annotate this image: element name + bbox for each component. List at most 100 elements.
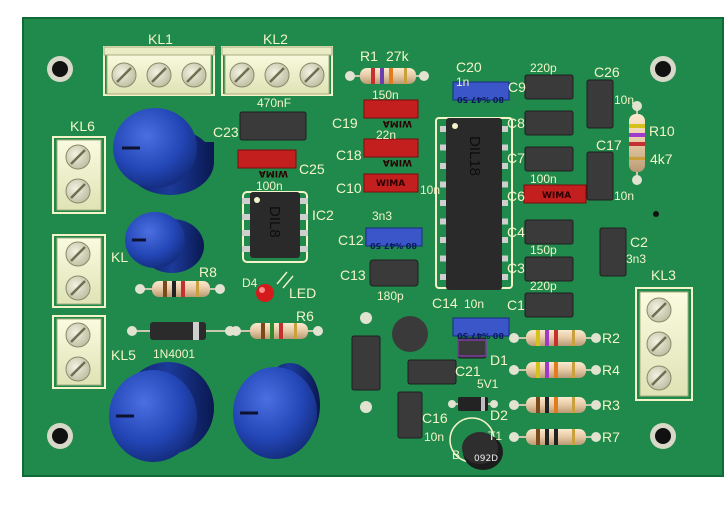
dil18-pin: [500, 237, 508, 243]
electrolytic-cap-bottom-right: [233, 363, 320, 459]
label-c17-value: 10n: [614, 189, 634, 203]
mounting-holes: [47, 56, 676, 449]
diode-d2: [448, 397, 498, 411]
electrolytic-cap-middle: [125, 212, 204, 273]
label-c2-value: 3n3: [626, 252, 646, 266]
label-c13: C13: [340, 267, 366, 283]
blue-film-caps: [365, 81, 510, 337]
label-c26-value: 10n: [614, 93, 634, 107]
label-c17: C17: [596, 137, 622, 153]
resistor-r4: [509, 362, 601, 378]
label-d2: D2: [490, 407, 508, 423]
label-r6: R6: [296, 308, 314, 324]
label-kl5: KL5: [111, 347, 136, 363]
label-c1-value: 220p: [530, 279, 557, 293]
via-pad-1: [360, 312, 372, 324]
resistor-r6: [231, 323, 323, 339]
resistor-r2: [509, 330, 601, 346]
label-d2-value: 5V1: [477, 377, 499, 391]
label-c2: C2: [630, 234, 648, 250]
label-kl4: KL: [111, 249, 128, 265]
resistor-r10: [629, 101, 645, 185]
transistor-t1: [449, 417, 503, 470]
label-c14: C14: [432, 295, 458, 311]
label-r1: R1: [360, 48, 378, 64]
dil18-pin: [440, 144, 448, 151]
wima-caps: [237, 99, 587, 204]
label-c14-value: 10n: [464, 297, 484, 311]
diode-d1: [457, 339, 487, 357]
label-kl1: KL1: [148, 31, 173, 47]
label-c12: C12: [338, 232, 364, 248]
label-1n4001: 1N4001: [153, 347, 195, 361]
blue-cap-c20-marking: 80 %47 50: [457, 95, 504, 104]
label-r2: R2: [602, 330, 620, 346]
terminal-kl1: [103, 46, 215, 96]
terminal-kl4: [52, 234, 106, 308]
terminal-kl2: [221, 46, 333, 96]
via-pad-2: [360, 401, 372, 413]
label-r8: R8: [199, 264, 217, 280]
dil18-pin: [500, 218, 508, 225]
label-c18-value: 22n: [376, 128, 396, 142]
trimmer-pot: [392, 316, 428, 352]
label-c18: C18: [336, 147, 362, 163]
label-c7: C7: [507, 150, 525, 166]
wima-c6: WIMA: [542, 191, 571, 201]
label-kl2: KL2: [263, 31, 288, 47]
label-c21: C21: [455, 363, 481, 379]
label-c7-value: 100n: [530, 172, 557, 186]
wima-c18: WIMA: [383, 157, 412, 167]
ic-dil18: [435, 117, 513, 290]
label-kl6: KL6: [70, 118, 95, 134]
resistor-r7: [509, 429, 601, 445]
wima-c19: WIMA: [383, 118, 412, 128]
dil18-pin: [500, 274, 508, 280]
label-r10-value: 4k7: [650, 151, 673, 167]
dil18-pin: [500, 181, 508, 188]
label-t1: T1: [488, 429, 502, 443]
label-d1: D1: [490, 352, 508, 368]
label-c3-value: 150p: [530, 243, 557, 257]
label-c1: C1: [507, 297, 525, 313]
dil18-pin: [500, 126, 508, 132]
label-b-pin: B: [452, 448, 460, 462]
label-c20: C20: [456, 59, 482, 75]
diode-1n4001: [127, 322, 235, 340]
transistor-marking: 092D: [474, 454, 498, 464]
label-c12-value: 3n3: [372, 209, 392, 223]
dil18-pin: [440, 181, 448, 188]
label-ic2: IC2: [312, 207, 334, 223]
dil18-pin: [440, 126, 448, 132]
dil18-pin: [440, 218, 448, 225]
terminal-kl5: [52, 315, 106, 389]
resistor-r3: [509, 397, 601, 413]
label-c19-value: 150n: [372, 88, 399, 102]
label-r3: R3: [602, 397, 620, 413]
label-r1-value: 27k: [386, 48, 410, 64]
label-c25: C25: [299, 161, 325, 177]
dark-caps: [239, 74, 627, 439]
dil18-pin: [440, 237, 448, 243]
dil8-marking: DIL8: [266, 206, 283, 238]
blue-cap-c12-marking: 80 %47 50: [370, 241, 417, 250]
label-c16: C16: [422, 410, 448, 426]
dil18-pin: [500, 144, 508, 151]
resistor-r1: [345, 68, 429, 84]
label-c13-value: 180p: [377, 289, 404, 303]
terminal-kl3: [635, 287, 693, 401]
label-c16-value: 10n: [424, 430, 444, 444]
label-c10-value: 10n: [420, 183, 440, 197]
label-c23: C23: [213, 124, 239, 140]
electrolytic-cap-top: [113, 108, 214, 195]
dil18-pin: [500, 200, 508, 206]
dil18-pin: [440, 255, 448, 262]
label-c8: C8: [507, 115, 525, 131]
electrolytic-cap-bottom-left: [109, 362, 214, 462]
dil18-pin: [500, 163, 508, 169]
dil18-pin: [500, 255, 508, 262]
wima-c10: WIMA: [376, 179, 405, 189]
label-r4: R4: [602, 362, 620, 378]
